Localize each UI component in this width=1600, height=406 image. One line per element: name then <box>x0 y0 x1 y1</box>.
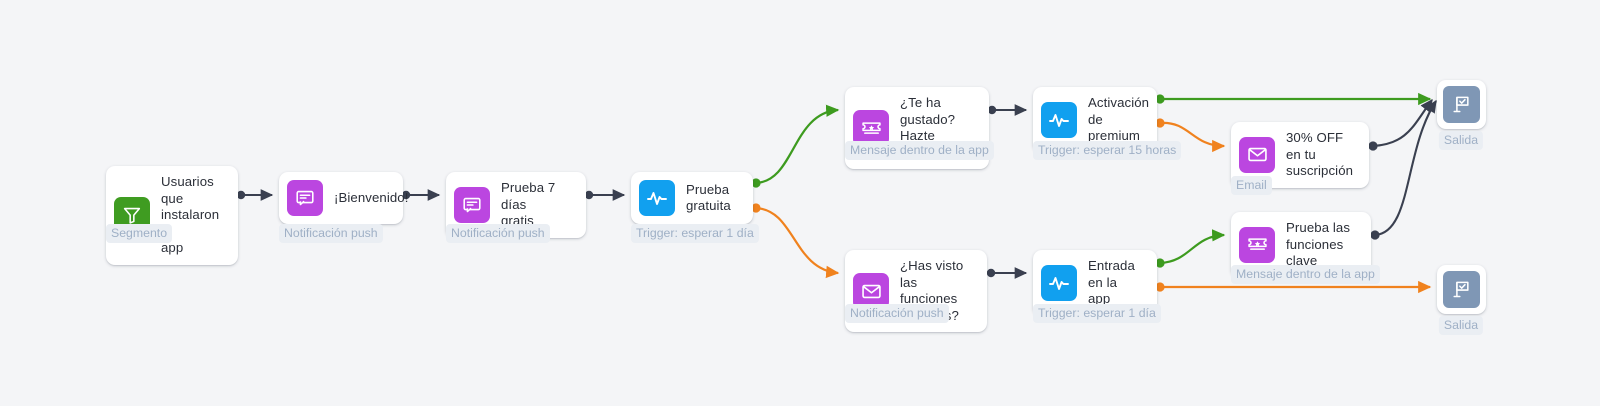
envelope-icon <box>853 273 889 309</box>
edge-te-ha-gustado-to-activacion <box>987 104 1028 116</box>
exit-flag-icon <box>1443 86 1480 123</box>
edge-funciones-clave-to-salida-top <box>1370 99 1437 240</box>
node-sublabel-prueba-gratuita: Trigger: esperar 1 día <box>631 224 759 243</box>
node-sublabel-te-ha-gustado: Mensaje dentro de la app <box>845 141 994 160</box>
node-title: 30% OFF en tu suscripción <box>1286 130 1354 178</box>
node-sublabel-segmento: Segmento <box>106 224 173 243</box>
node-title: Prueba 7 días gratis <box>501 180 556 228</box>
ticket-star-icon <box>1239 226 1275 263</box>
node-title: Prueba gratuita <box>686 181 731 214</box>
chat-bubble-icon <box>454 186 490 223</box>
node-sublabel-salida-top: Salida <box>1438 131 1484 150</box>
pulse-icon <box>1041 101 1077 138</box>
node-prueba-gratuita[interactable]: Prueba gratuita <box>631 172 753 224</box>
edge-activacion-yes-to-salida <box>1155 92 1432 106</box>
node-title: ¡Bienvenido! <box>334 189 409 205</box>
edge-email-to-salida <box>1368 98 1433 151</box>
node-sublabel-prueba-funciones-clave: Mensaje dentro de la app <box>1231 265 1380 284</box>
edge-prueba-gratuita-yes <box>751 104 840 188</box>
node-title: Entrada en la app <box>1088 258 1135 306</box>
pulse-icon <box>1041 264 1077 301</box>
edge-prueba7-to-prueba-gratuita <box>584 189 626 201</box>
node-sublabel-prueba-7-dias: Notificación push <box>446 224 550 243</box>
node-title: Activación de premium <box>1088 95 1150 143</box>
node-sublabel-entrada-app: Trigger: esperar 1 día <box>1033 304 1161 323</box>
pulse-icon <box>639 180 675 216</box>
node-sublabel-bienvenido: Notificación push <box>279 224 383 243</box>
edge-segmento-to-bienvenido <box>236 189 274 201</box>
chat-bubble-icon <box>287 180 323 216</box>
node-salida-top[interactable] <box>1437 80 1486 129</box>
edge-prueba-gratuita-no <box>751 203 840 279</box>
node-title: Usuarios que instalaron la app <box>161 174 220 255</box>
node-sublabel-activacion-premium: Trigger: esperar 15 horas <box>1033 141 1182 160</box>
node-sublabel-descuento-email: Email <box>1231 176 1272 195</box>
node-sublabel-salida-bottom: Salida <box>1438 316 1484 335</box>
ticket-star-icon <box>853 110 889 146</box>
envelope-icon <box>1239 136 1275 173</box>
node-bienvenido[interactable]: ¡Bienvenido! <box>279 172 408 224</box>
node-segmento[interactable]: Usuarios que instalaron la app <box>106 166 238 265</box>
node-title: Prueba las funciones clave <box>1286 220 1351 268</box>
edge-entrada-yes-to-funciones-clave <box>1155 229 1226 268</box>
node-salida-bottom[interactable] <box>1437 265 1486 314</box>
edge-has-visto-to-entrada <box>986 267 1028 279</box>
exit-flag-icon <box>1443 271 1480 308</box>
node-sublabel-has-visto-funciones: Notificación push <box>845 304 949 323</box>
